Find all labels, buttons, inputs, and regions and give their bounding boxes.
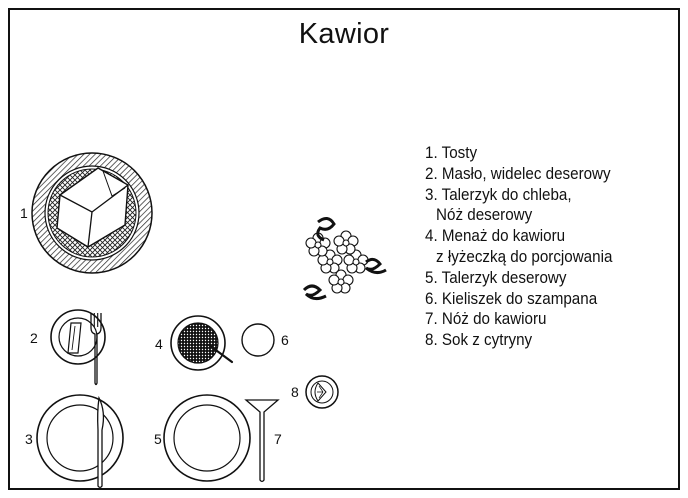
floral-ornament (304, 218, 386, 298)
marker-4: 4 (155, 336, 163, 352)
marker-1: 1 (20, 205, 28, 221)
dessert-knife-icon (98, 398, 104, 488)
lemon-juice (306, 376, 338, 408)
champagne-glass (242, 324, 274, 356)
marker-2: 2 (30, 330, 38, 346)
marker-5: 5 (154, 431, 162, 447)
marker-7: 7 (274, 431, 282, 447)
marker-3: 3 (25, 431, 33, 447)
caviar-server (171, 316, 232, 370)
bread-plate (37, 395, 123, 481)
marker-8: 8 (291, 384, 299, 400)
dessert-plate (164, 395, 250, 481)
marker-6: 6 (281, 332, 289, 348)
toast-plate (32, 153, 152, 273)
